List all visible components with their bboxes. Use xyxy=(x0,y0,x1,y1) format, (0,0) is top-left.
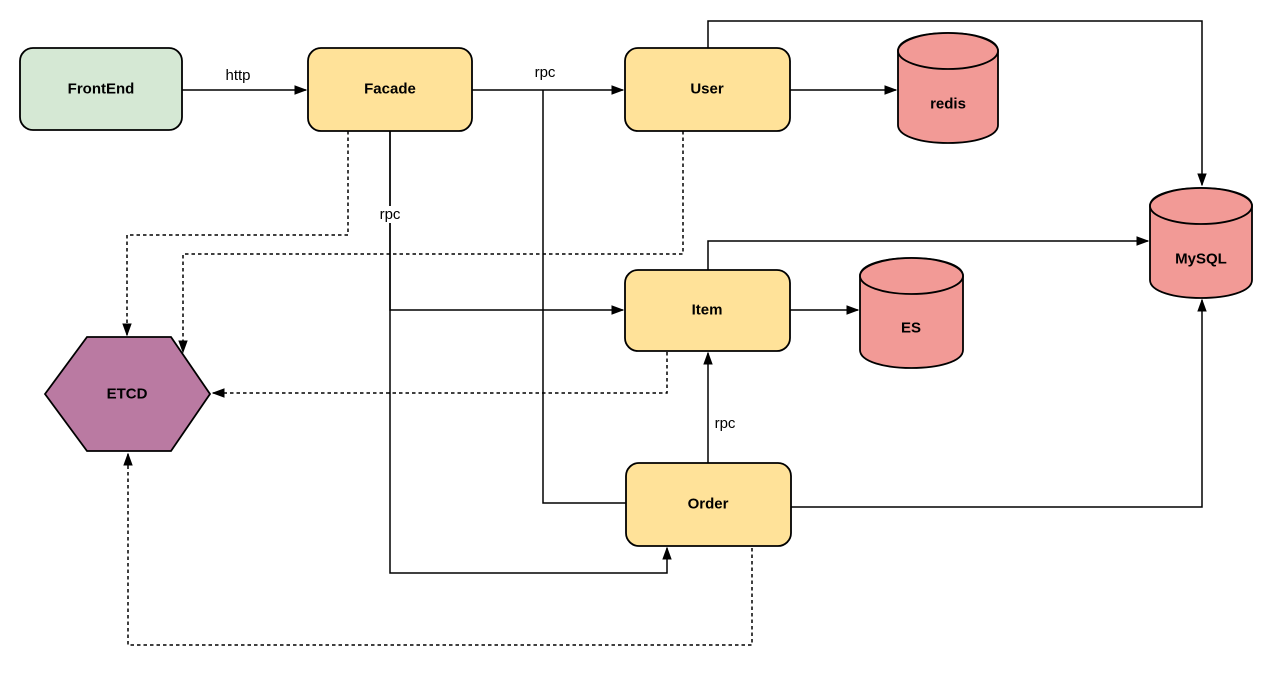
node-etcd: ETCD xyxy=(43,336,212,452)
edges-layer xyxy=(127,20,1202,646)
node-redis: redis xyxy=(897,32,999,144)
edge-user-etcd xyxy=(183,131,684,352)
etcd-label: ETCD xyxy=(107,386,148,403)
node-facade: Facade xyxy=(307,47,473,132)
mysql-cylinder-rim xyxy=(1149,187,1253,225)
edge-user-mysql xyxy=(707,20,1202,185)
nodes-layer: FrontEnd Facade User Item Order redis xyxy=(19,32,1253,547)
rpc-order-label-bg xyxy=(374,206,407,223)
rpc-item-label-bg xyxy=(710,415,741,432)
node-order: Order xyxy=(625,462,792,547)
node-user: User xyxy=(624,47,791,132)
mysql-label: MySQL xyxy=(1175,251,1227,268)
edge-order-etcd xyxy=(128,454,753,646)
item-label: Item xyxy=(692,302,723,319)
edge-facade-order xyxy=(389,131,667,574)
etcd-hexagon xyxy=(43,336,212,452)
edge-item-etcd xyxy=(213,352,668,393)
order-label: Order xyxy=(688,496,729,513)
node-frontend: FrontEnd xyxy=(19,47,183,131)
frontend-box xyxy=(19,47,183,131)
es-label: ES xyxy=(901,320,921,337)
user-label: User xyxy=(690,81,724,98)
redis-label: redis xyxy=(930,96,966,113)
edge-order-mysql xyxy=(791,300,1202,508)
frontend-label: FrontEnd xyxy=(68,81,135,98)
node-mysql: MySQL xyxy=(1149,187,1253,299)
edge-label-rpc-user: rpc xyxy=(535,64,556,81)
edge-label-rpc-item: rpc xyxy=(715,415,736,432)
edge-facade-item xyxy=(389,131,623,310)
edge-label-http: http xyxy=(225,67,250,84)
es-cylinder-rim xyxy=(859,257,964,295)
edge-facade-etcd xyxy=(127,131,349,335)
edge-order-user xyxy=(542,90,626,504)
edge-labels-layer: http rpc rpc rpc xyxy=(220,64,741,432)
edge-label-rpc-order: rpc xyxy=(380,206,401,223)
facade-label: Facade xyxy=(364,81,416,98)
rpc-user-label-bg xyxy=(529,64,562,81)
edge-item-mysql xyxy=(707,241,1148,270)
http-label-bg xyxy=(220,67,256,84)
node-item: Item xyxy=(624,269,791,352)
redis-cylinder-rim xyxy=(897,32,999,70)
node-es: ES xyxy=(859,257,964,369)
